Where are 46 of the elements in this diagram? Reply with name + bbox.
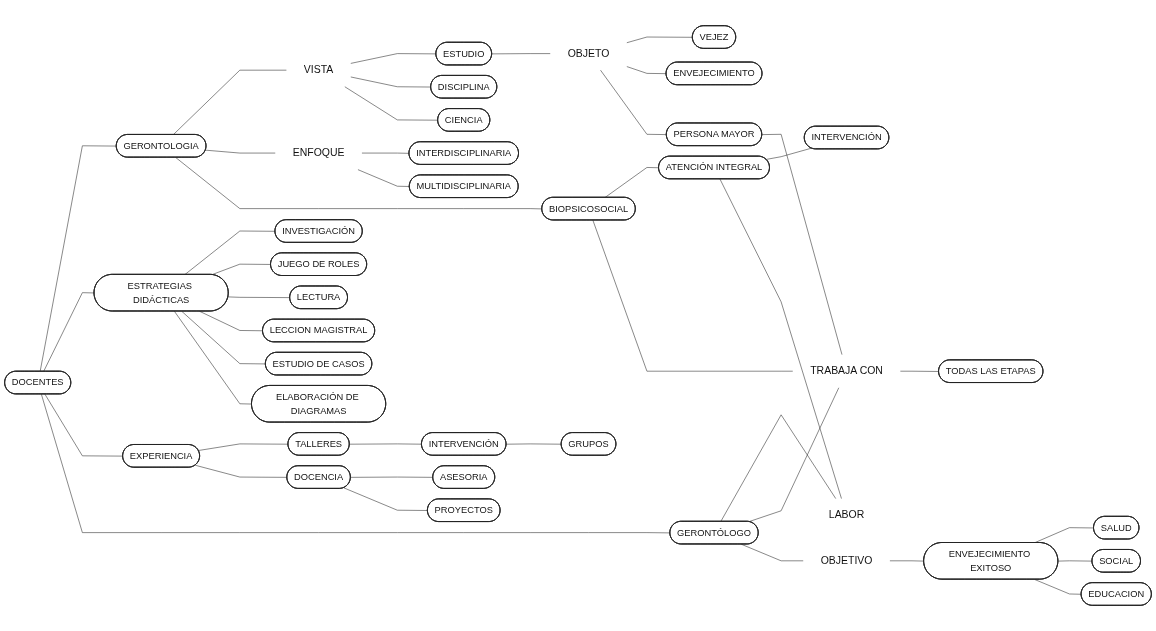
connector xyxy=(600,69,667,135)
connector xyxy=(761,134,843,355)
connector xyxy=(41,393,671,534)
connector xyxy=(626,36,693,43)
connector xyxy=(604,167,660,198)
connector xyxy=(748,387,840,522)
connector xyxy=(211,263,272,275)
connector xyxy=(1034,579,1082,595)
connector xyxy=(765,147,812,160)
connector xyxy=(361,152,410,154)
node-text: VISTA xyxy=(303,64,334,76)
node-text: OBJETO xyxy=(567,47,610,60)
connector xyxy=(350,53,437,64)
connector xyxy=(719,178,842,499)
connector xyxy=(343,487,428,511)
node-text: TRABAJA CON xyxy=(810,365,883,377)
connector xyxy=(889,560,925,562)
connector xyxy=(741,543,804,562)
node-text: OBJETIVO xyxy=(820,554,873,567)
connector xyxy=(506,443,562,445)
connector xyxy=(184,230,276,275)
connector xyxy=(205,149,276,154)
connector xyxy=(349,443,423,445)
connector xyxy=(181,311,266,365)
connector xyxy=(720,414,837,522)
connector xyxy=(592,219,794,372)
connector xyxy=(1057,560,1093,562)
node-text: LABOR xyxy=(828,509,865,521)
connector xyxy=(227,296,291,298)
connector xyxy=(357,169,410,187)
connector xyxy=(174,311,253,405)
connector xyxy=(198,443,289,451)
connector xyxy=(175,157,543,210)
connector xyxy=(350,76,432,88)
connector xyxy=(344,86,439,121)
connector xyxy=(626,66,667,74)
connector xyxy=(44,393,124,457)
connector xyxy=(900,370,940,372)
node-text: ENFOQUE xyxy=(292,146,345,159)
connector xyxy=(195,464,288,478)
connector xyxy=(199,311,264,332)
connector xyxy=(350,476,434,478)
connector xyxy=(172,69,287,136)
connector xyxy=(43,292,95,372)
connector xyxy=(39,145,117,372)
connector xyxy=(491,53,551,55)
